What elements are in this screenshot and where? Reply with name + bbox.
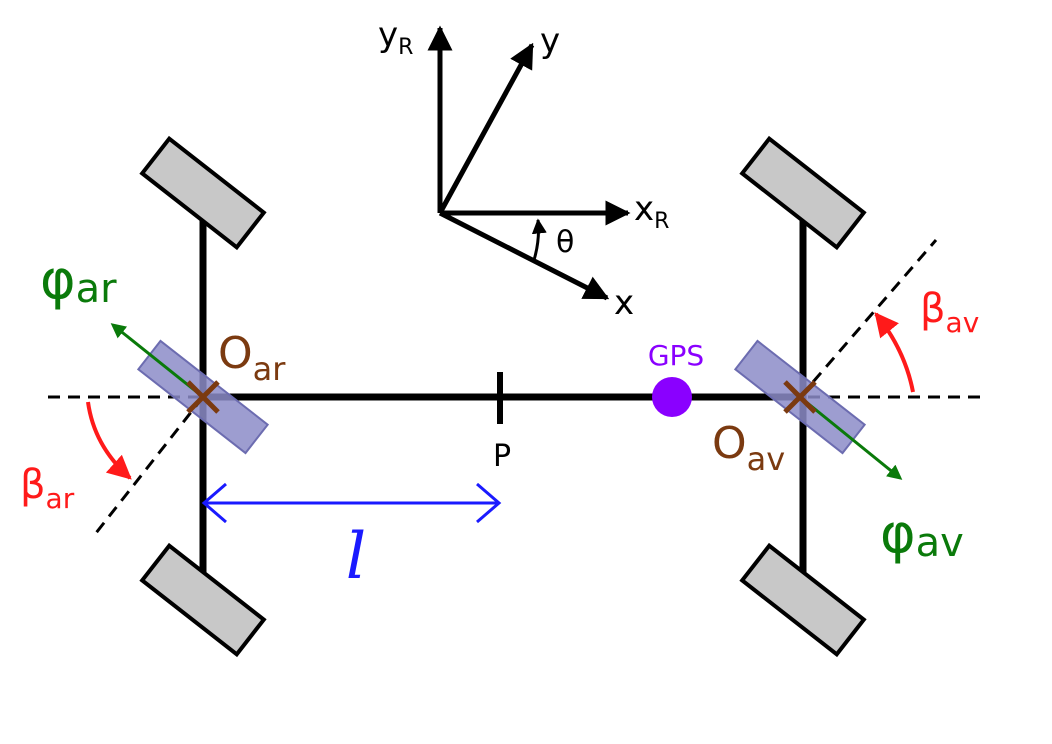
rear-right-wheel	[139, 542, 267, 658]
front-beta-arc	[874, 312, 915, 393]
rear-center-label: Oar	[218, 328, 286, 388]
front-right-wheel	[739, 542, 867, 658]
front-phi-label: φav	[880, 502, 964, 566]
front-center-label: Oav	[712, 418, 785, 478]
rear-steering-direction-line	[94, 396, 205, 534]
rear-center-cross	[186, 380, 220, 414]
y-label: y	[540, 21, 560, 61]
xr-label: xR	[634, 189, 669, 234]
point-p-label: P	[493, 439, 511, 474]
gps-label: GPS	[648, 339, 704, 372]
front-center-cross	[783, 380, 817, 414]
length-label: l	[346, 520, 366, 594]
front-left-wheel	[739, 135, 867, 251]
gps-marker	[652, 377, 692, 417]
yr-label: yR	[378, 15, 413, 60]
x-axis	[438, 210, 610, 301]
length-arrow-right-head	[476, 482, 502, 524]
front-phi-arrow	[799, 395, 903, 480]
front-beta-label: βav	[920, 286, 979, 339]
rear-beta-label: βar	[20, 462, 75, 515]
rear-beta-arc	[86, 401, 132, 480]
y-axis	[437, 42, 535, 215]
length-arrow-left-head	[201, 482, 227, 524]
theta-arc	[531, 218, 547, 261]
theta-label: θ	[556, 225, 574, 260]
rear-phi-label: φar	[40, 248, 117, 312]
x-label: x	[614, 283, 634, 323]
rear-left-wheel	[139, 135, 267, 251]
front-steering-direction-line	[798, 239, 938, 398]
